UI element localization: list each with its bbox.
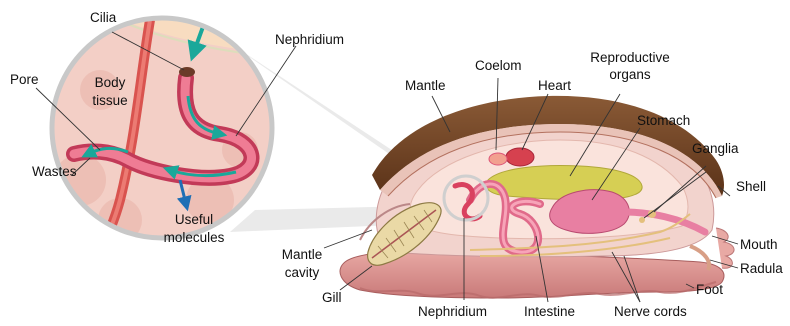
label-inset-nephridium: Nephridium: [275, 32, 344, 48]
label-useful-molecules-2: molecules: [154, 230, 234, 246]
heart: [506, 148, 534, 166]
label-mantle: Mantle: [405, 78, 446, 94]
label-intestine: Intestine: [524, 304, 575, 320]
label-pore: Pore: [10, 72, 39, 88]
label-mouth: Mouth: [740, 237, 778, 253]
label-stomach: Stomach: [637, 113, 690, 129]
label-heart: Heart: [538, 78, 571, 94]
label-reproductive-organs-2: organs: [576, 67, 684, 83]
label-mantle-cavity-1: Mantle: [272, 247, 332, 263]
label-radula: Radula: [740, 261, 783, 277]
label-reproductive-organs-1: Reproductive: [576, 50, 684, 66]
label-nephridium: Nephridium: [418, 304, 487, 320]
label-body-tissue-2: tissue: [86, 93, 134, 109]
label-gill: Gill: [322, 290, 342, 306]
label-foot: Foot: [696, 282, 723, 298]
label-body-tissue-1: Body: [86, 75, 134, 91]
label-nerve-cords: Nerve cords: [614, 304, 687, 320]
label-useful-molecules-1: Useful: [154, 212, 234, 228]
label-mantle-cavity-2: cavity: [272, 265, 332, 281]
label-shell: Shell: [736, 179, 766, 195]
label-cilia: Cilia: [90, 10, 116, 26]
label-coelom: Coelom: [475, 58, 522, 74]
label-wastes: Wastes: [32, 164, 77, 180]
label-ganglia: Ganglia: [692, 141, 739, 157]
